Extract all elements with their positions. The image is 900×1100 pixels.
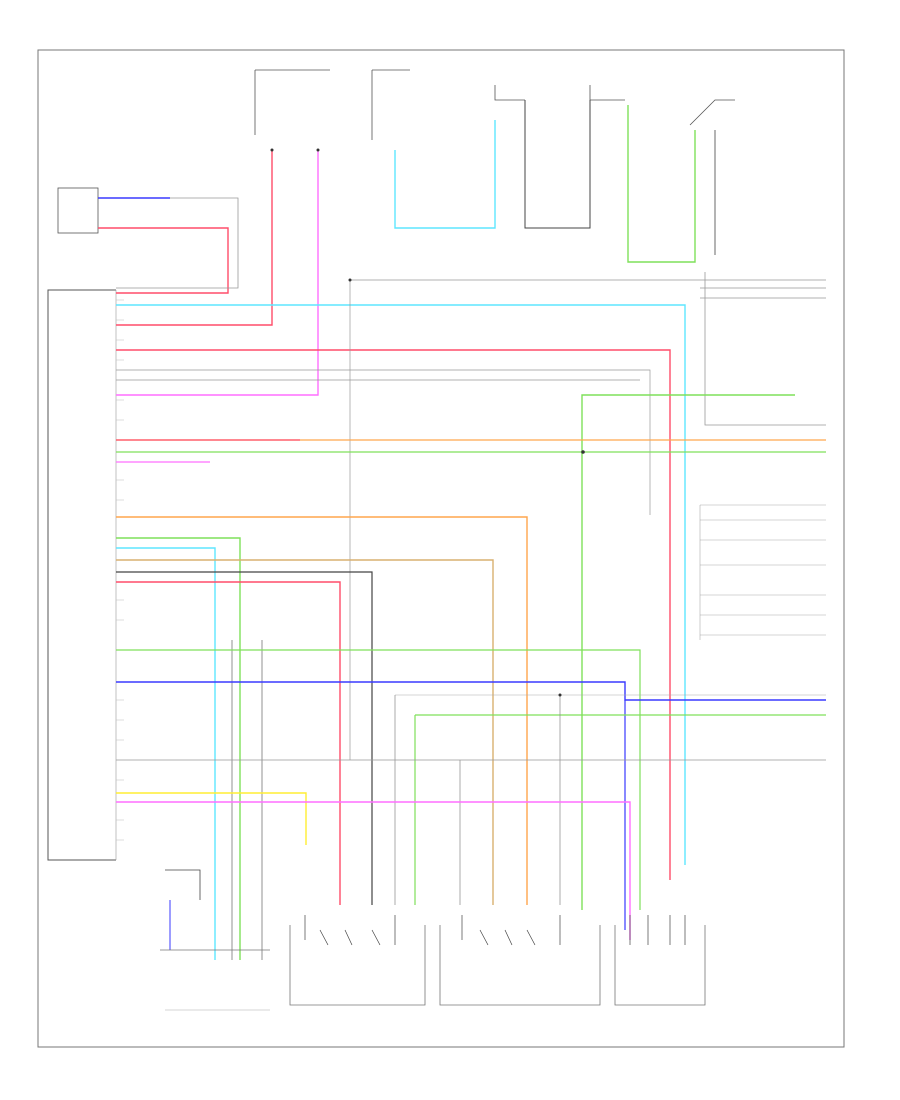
wire-tan-long — [116, 559, 494, 905]
wire-orange-long — [116, 516, 528, 905]
top-relay-brackets — [494, 85, 625, 101]
top-left-component — [57, 187, 99, 234]
wire-red-upper — [116, 150, 273, 326]
switch-assembly-3 — [614, 925, 706, 1006]
wire-gray-top-left — [116, 197, 239, 289]
wire-gray-right-box — [704, 272, 826, 426]
switch-contacts — [304, 915, 686, 946]
diagram-frame — [37, 49, 845, 1048]
bottom-left-switch-bracket — [165, 869, 201, 900]
wire-green-right-bus — [414, 714, 826, 905]
wire-green-right-switch — [581, 394, 795, 910]
top-fuse-bracket-1 — [254, 69, 330, 135]
top-right-switch — [689, 99, 735, 126]
wire-gray-mid — [116, 369, 651, 515]
wire-dark-top-loop — [524, 100, 591, 229]
switch-assembly-2 — [439, 925, 601, 1006]
wire-pink-long-lower — [116, 801, 631, 940]
wire-red-top-left — [98, 227, 229, 294]
right-switch-rows — [700, 504, 826, 636]
junction-dots — [270, 148, 585, 697]
top-fuse-bracket-2 — [371, 69, 410, 140]
wire-red-lower — [116, 581, 341, 905]
wire-green-down-left — [116, 537, 241, 960]
control-unit-pin-ticks — [116, 299, 124, 841]
wire-gray-mid-verticals — [394, 695, 561, 905]
wire-dark-long — [116, 571, 373, 905]
wire-cyan-down-left — [116, 547, 216, 960]
wire-yellow — [116, 792, 307, 845]
wire-pink-upper — [116, 150, 319, 396]
wire-cyan-long — [116, 304, 686, 865]
wire-blue-long — [116, 681, 826, 701]
switch-assembly-1 — [289, 925, 426, 1006]
wire-gray-top-bus — [350, 279, 826, 299]
control-unit-box — [47, 289, 116, 861]
wire-red-long — [116, 349, 671, 880]
wire-gray-left-verticals — [231, 640, 263, 960]
wire-green-top-loop — [627, 105, 696, 263]
wire-green-mid-long — [116, 649, 641, 910]
wire-cyan-top-loop — [394, 120, 496, 229]
